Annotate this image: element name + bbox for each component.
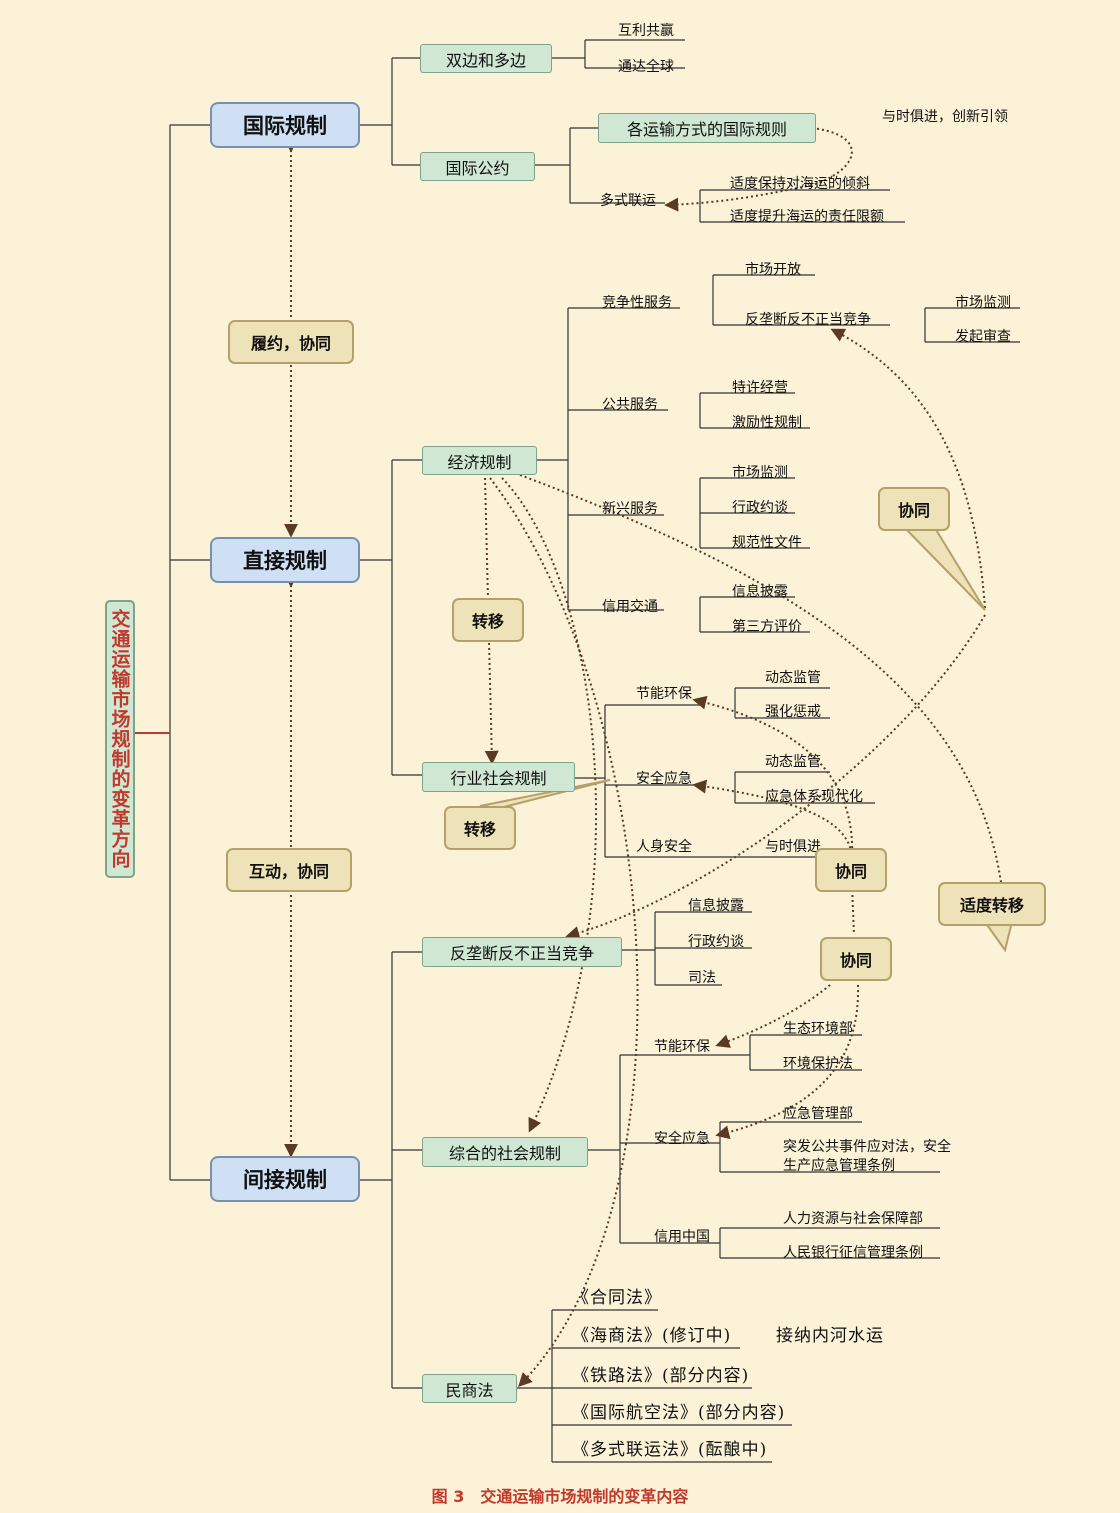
leaf-admin-interview-2: 行政约谈 [688,934,744,950]
leaf-hr-social-security: 人力资源与社会保障部 [783,1211,923,1227]
innovation-note: 与时俱进，创新引领 [882,109,1008,125]
leaf-incentive-regulation: 激励性规制 [732,415,802,431]
leaf-dynamic-supervision: 动态监管 [765,670,821,686]
leaf-franchise: 特许经营 [732,380,788,396]
group-energy-environment: 节能环保 [636,686,692,702]
node-economic-regulation: 经济规制 [422,446,537,475]
figure-caption: 图 3 交通运输市场规制的变革内容 [431,1487,689,1506]
law-multimodal: 《多式联运法》(酝酿中) [572,1440,768,1460]
node-transport-mode-rules: 各运输方式的国际规则 [598,113,816,143]
leaf-anti-monopoly: 反垄断反不正当竞争 [745,312,871,328]
root-node: 交通运输市场规制的变革方向 [105,600,135,878]
group-personal-safety: 人身安全 [636,839,692,855]
group-safety-emergency-2: 安全应急 [654,1131,710,1147]
node-direct-regulation: 直接规制 [210,537,360,583]
leaf-keep-pace: 与时俱进 [765,839,821,855]
leaf-environment-law: 环境保护法 [783,1056,853,1072]
group-emerging-service: 新兴服务 [602,501,658,517]
relation-synergy-3: 协同 [820,937,892,981]
leaf-central-bank-credit: 人民银行征信管理条例 [783,1245,923,1261]
leaf-emergency-modernization: 应急体系现代化 [765,789,863,805]
node-bilateral-multilateral: 双边和多边 [420,44,552,73]
leaf-market-monitoring: 市场监测 [955,295,1011,311]
leaf-initiate-review: 发起审查 [955,329,1011,345]
law-maritime: 《海商法》(修订中) [572,1326,732,1346]
leaf-info-disclosure-2: 信息披露 [688,898,744,914]
relation-transfer-1: 转移 [452,598,524,642]
group-competitive-service: 竞争性服务 [602,295,672,311]
law-aviation: 《国际航空法》(部分内容) [572,1403,786,1423]
leaf-ecology-ministry: 生态环境部 [783,1021,853,1037]
inland-waterway-note: 接纳内河水运 [776,1326,884,1346]
leaf-third-party-evaluation: 第三方评价 [732,619,802,635]
node-industry-social-regulation: 行业社会规制 [422,762,575,792]
relation-moderate-transfer: 适度转移 [938,882,1046,926]
leaf-emergency-laws: 突发公共事件应对法，安全生产应急管理条例 [783,1139,951,1174]
group-public-service: 公共服务 [602,397,658,413]
group-safety-emergency: 安全应急 [636,771,692,787]
leaf-maritime-tilt: 适度保持对海运的倾斜 [730,176,870,192]
law-railway: 《铁路法》(部分内容) [572,1366,750,1386]
leaf-dynamic-supervision-2: 动态监管 [765,754,821,770]
leaf-emergency-ministry: 应急管理部 [783,1106,853,1122]
leaf-mutual-benefit: 互利共赢 [618,23,674,39]
relation-synergy-2: 协同 [815,848,887,892]
node-international-convention: 国际公约 [420,152,535,181]
leaf-strengthen-punishment: 强化惩戒 [765,704,821,720]
leaf-judiciary: 司法 [688,970,716,986]
leaf-admin-interview: 行政约谈 [732,500,788,516]
node-antitrust: 反垄断反不正当竞争 [422,937,622,967]
law-contract: 《合同法》 [572,1288,662,1308]
leaf-normative-document: 规范性文件 [732,535,802,551]
node-civil-commercial-law: 民商法 [422,1374,517,1403]
relation-synergy-1: 协同 [878,487,950,531]
relation-perform-synergy: 履约，协同 [228,320,354,364]
leaf-market-monitoring-2: 市场监测 [732,465,788,481]
node-international-regulation: 国际规制 [210,102,360,148]
node-multimodal: 多式联运 [600,193,656,209]
leaf-market-opening: 市场开放 [745,262,801,278]
leaf-info-disclosure: 信息披露 [732,584,788,600]
node-comprehensive-social: 综合的社会规制 [422,1137,588,1167]
node-indirect-regulation: 间接规制 [210,1156,360,1202]
group-energy-environment-2: 节能环保 [654,1039,710,1055]
group-credit-transport: 信用交通 [602,599,658,615]
relation-transfer-2: 转移 [444,806,516,850]
group-credit-china: 信用中国 [654,1229,710,1245]
relation-interact-synergy: 互动，协同 [226,848,352,892]
leaf-global-access: 通达全球 [618,59,674,75]
leaf-maritime-liability: 适度提升海运的责任限额 [730,209,884,225]
